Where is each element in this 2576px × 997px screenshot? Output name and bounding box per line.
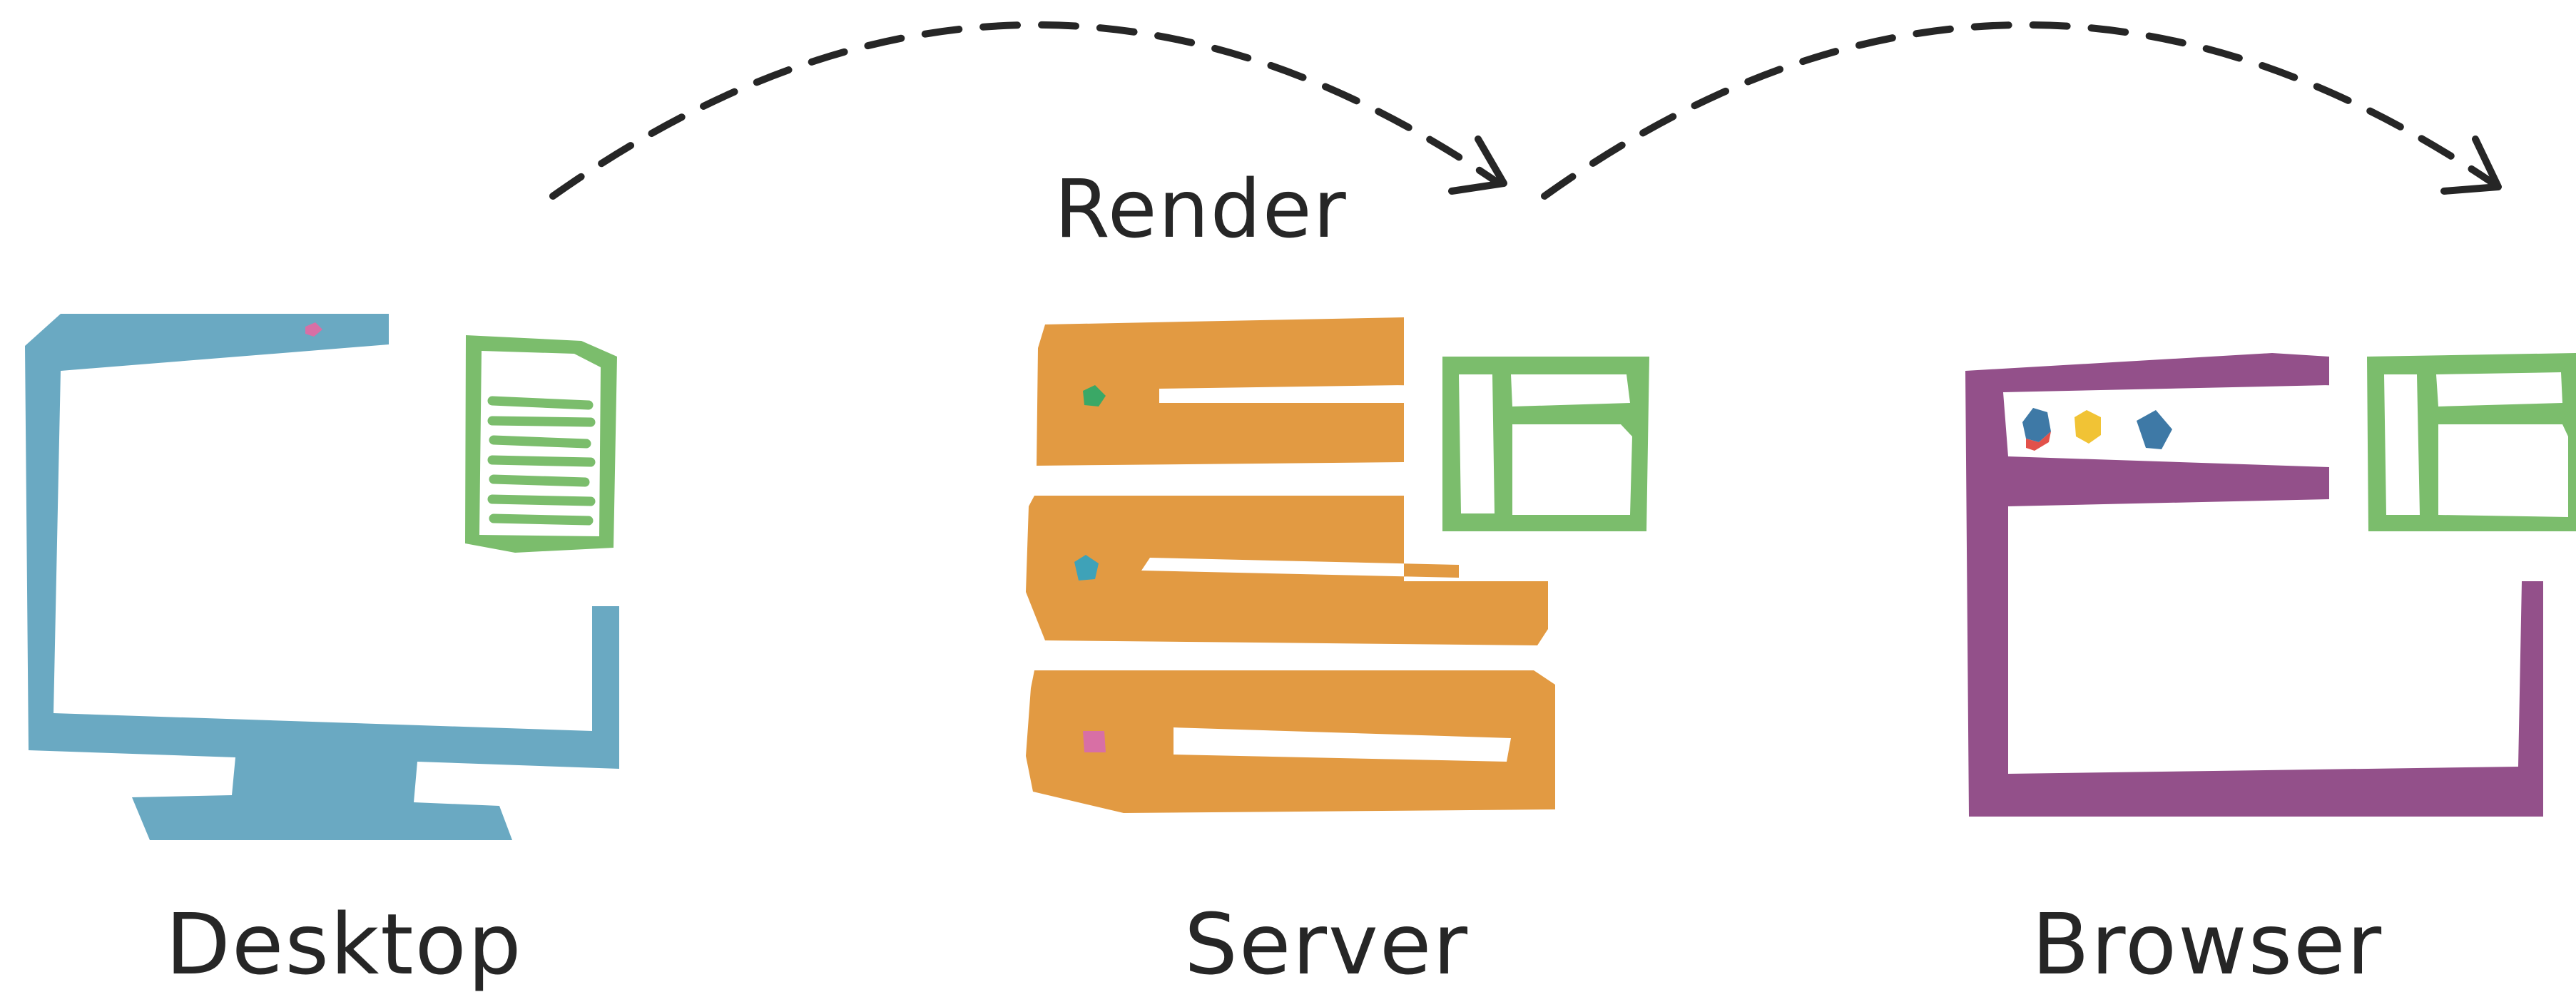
- browser-window-icon: [1965, 353, 2543, 817]
- monitor-icon: [25, 314, 619, 840]
- arrow-desktop-to-server: [549, 21, 1507, 200]
- arrow-server-to-browser: [1541, 21, 2502, 200]
- label-server: Server: [1184, 895, 1469, 993]
- label-render: Render: [1054, 163, 1348, 256]
- label-browser: Browser: [2032, 895, 2383, 993]
- layout-icon: [2367, 353, 2576, 531]
- label-desktop: Desktop: [166, 895, 523, 993]
- document-icon: [465, 335, 617, 553]
- server-rack-icon: [1026, 317, 1555, 813]
- layout-icon: [1442, 357, 1649, 531]
